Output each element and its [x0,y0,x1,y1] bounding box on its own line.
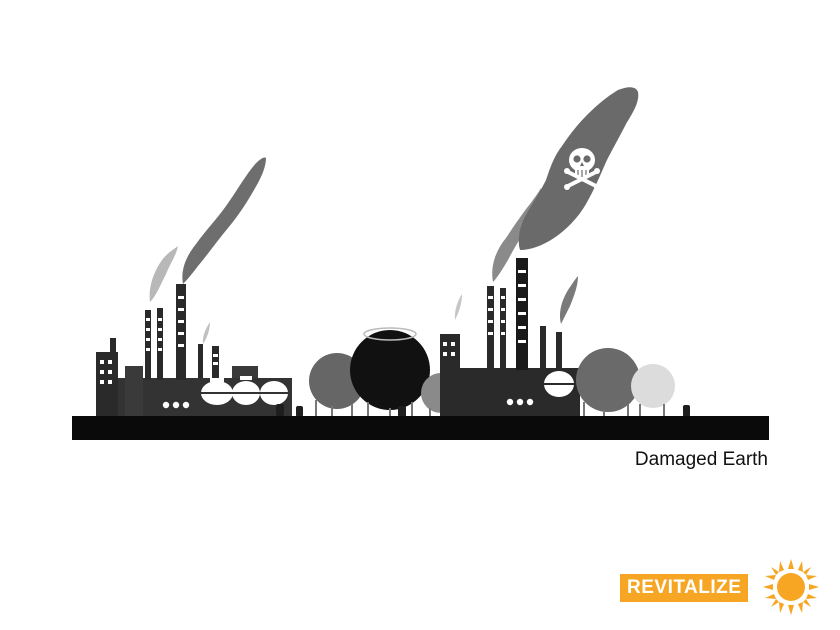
smoke-plume-right-small [559,276,578,324]
factory-right [440,258,690,418]
factory-left [96,284,303,418]
smoke-wisp-left [202,322,210,344]
gas-spheres [309,327,461,418]
smoke-plumes [149,87,639,344]
brand-logo: REVITALIZE [620,558,820,616]
skull-crossbones-icon [564,148,600,190]
scene-caption: Damaged Earth [634,449,768,470]
smoke-wisp-right [454,294,462,320]
smoke-plume-left-light [149,246,178,302]
ground-bar [72,416,769,440]
brand-wordmark: REVITALIZE [620,574,749,602]
sun-icon [763,559,819,615]
smoke-plume-left-main [182,157,266,284]
